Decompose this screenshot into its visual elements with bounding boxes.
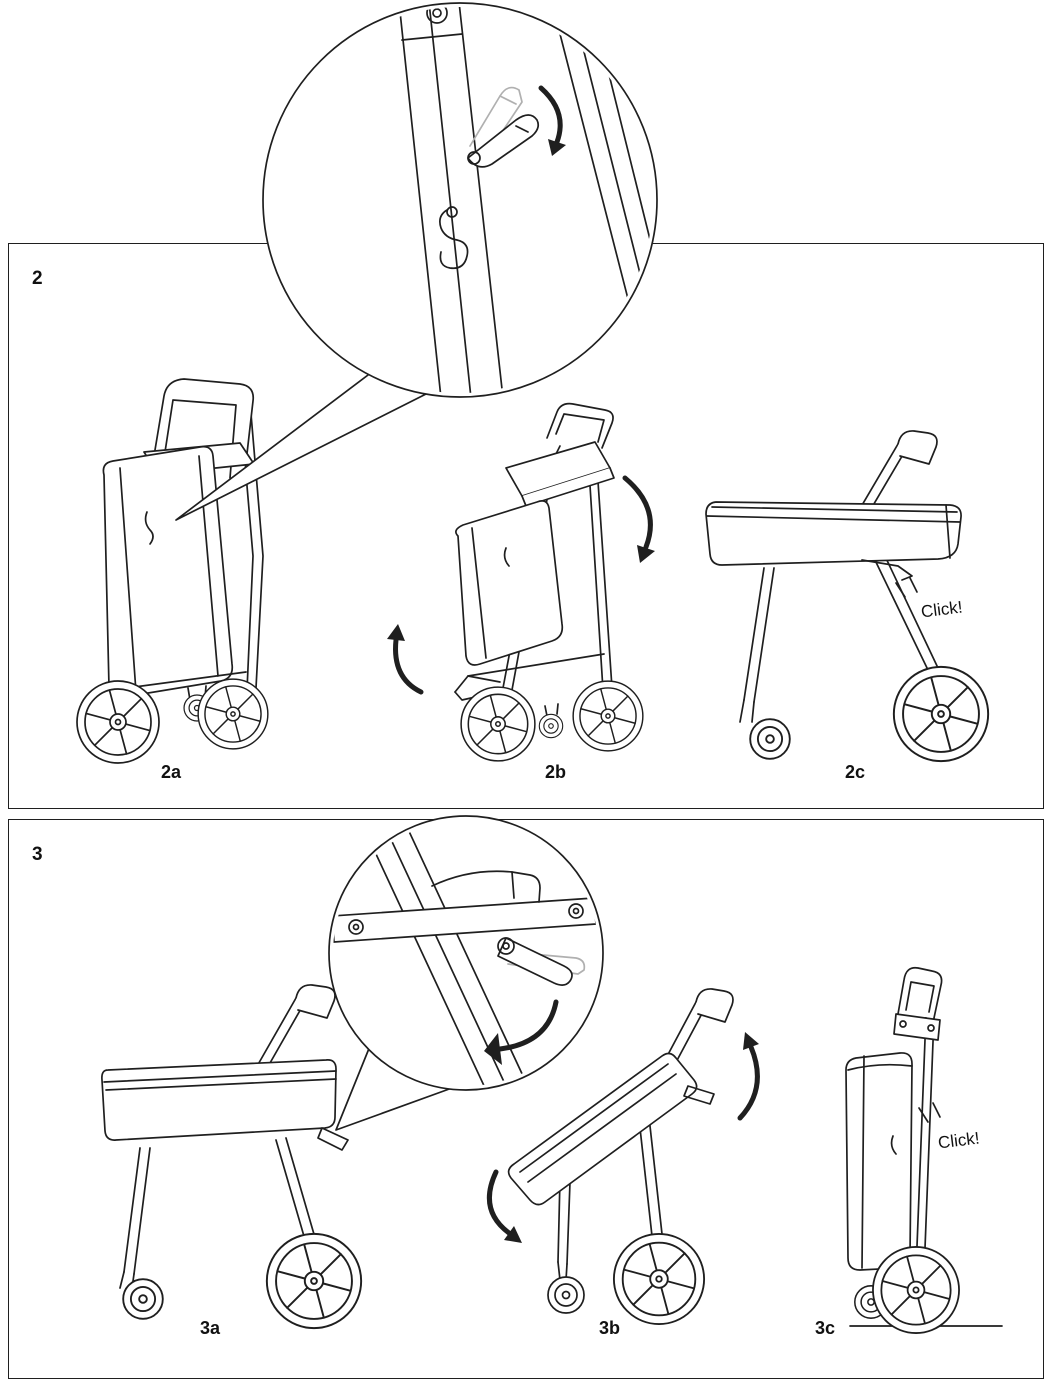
- lever-previous-position-ghost: [469, 86, 523, 151]
- cart-3a-open-illustration: [101, 984, 363, 1330]
- lever-previous-position-ghost: [507, 951, 586, 975]
- substep-label-3c: 3c: [815, 1318, 836, 1338]
- rotate-arrow-up-icon: [737, 1032, 760, 1121]
- click-tick-marks: [895, 577, 918, 598]
- click-tick-marks: [918, 1102, 941, 1123]
- wheel-icon: [872, 1246, 960, 1334]
- cart-3c-folded-illustration: [845, 966, 1003, 1334]
- substep-label-2b: 2b: [545, 762, 567, 782]
- step-3-number: 3: [32, 844, 43, 865]
- caster-wheel-icon: [538, 713, 564, 739]
- cart-2b-unfolding-illustration: [387, 402, 655, 762]
- magnifier-circle: [262, 2, 658, 398]
- fold-latch-lever: [317, 1127, 349, 1151]
- substep-label-3b: 3b: [599, 1318, 621, 1338]
- rotate-arrow-counterclockwise-icon: [484, 999, 559, 1065]
- step-2-number: 2: [32, 268, 43, 289]
- wheel-icon: [460, 686, 536, 762]
- cart-2c-unfolded-illustration: [705, 430, 990, 763]
- cart-3b-folding-illustration: [486, 988, 760, 1326]
- wheel-icon: [265, 1232, 363, 1330]
- wheel-icon: [612, 1232, 706, 1326]
- fold-latch-lever: [683, 1085, 715, 1105]
- wheel-icon: [76, 680, 160, 764]
- rotate-arrow-counterclockwise-icon: [387, 624, 424, 695]
- cart-2a-folded-illustration: [76, 378, 269, 764]
- wheel-icon: [197, 678, 269, 750]
- rotate-arrow-clockwise-icon: [538, 85, 566, 156]
- caster-wheel-icon: [749, 718, 791, 760]
- substep-label-3a: 3a: [200, 1318, 221, 1338]
- release-lever: [497, 937, 573, 986]
- rotate-arrow-down-icon: [486, 1169, 522, 1243]
- magnifier-detail-step3: [328, 815, 604, 1131]
- caster-wheel-icon: [547, 1276, 585, 1314]
- substep-label-2a: 2a: [161, 762, 182, 782]
- substep-label-2c: 2c: [845, 762, 866, 782]
- magnifier-detail-step2: [175, 2, 658, 521]
- rotate-arrow-clockwise-icon: [622, 475, 655, 563]
- wheel-icon: [892, 665, 990, 763]
- wheel-icon: [572, 680, 644, 752]
- caster-wheel-icon: [122, 1278, 164, 1320]
